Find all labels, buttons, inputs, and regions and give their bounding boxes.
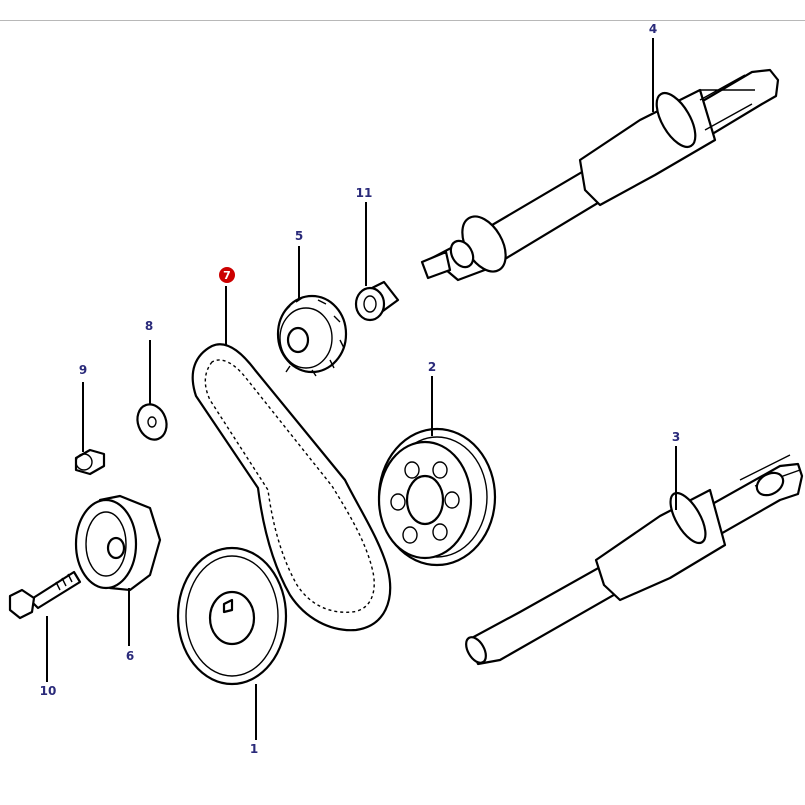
part-2-cam-pulley[interactable] <box>377 427 497 567</box>
callout-5: 5 <box>295 229 303 243</box>
callout-4: 4 <box>649 22 657 36</box>
part-4-upper-shaft[interactable] <box>420 68 780 282</box>
part-8-washer[interactable] <box>133 400 172 443</box>
callout-7: 7 <box>223 269 231 282</box>
callout-3: 3 <box>672 430 680 444</box>
callout-11: 11 <box>356 186 373 200</box>
part-1-crank-pulley[interactable] <box>176 546 288 686</box>
callout-2: 2 <box>428 360 436 374</box>
part-5-small-gear[interactable] <box>276 294 348 377</box>
callout-1: 1 <box>250 742 258 756</box>
callout-10: 10 <box>40 684 57 698</box>
part-7-timing-belt[interactable] <box>191 343 392 632</box>
callout-6: 6 <box>126 649 134 663</box>
top-divider <box>0 20 805 21</box>
part-6-tensioner[interactable] <box>74 494 162 592</box>
callout-7-highlight <box>219 267 235 283</box>
part-10-long-bolt[interactable] <box>8 570 82 620</box>
part-11-bushing[interactable] <box>354 280 400 322</box>
part-3-lower-shaft[interactable] <box>462 454 804 666</box>
callout-8: 8 <box>145 319 153 333</box>
callout-9: 9 <box>79 363 87 377</box>
leader-lines <box>46 38 677 740</box>
part-9-small-bolt[interactable] <box>74 448 106 476</box>
